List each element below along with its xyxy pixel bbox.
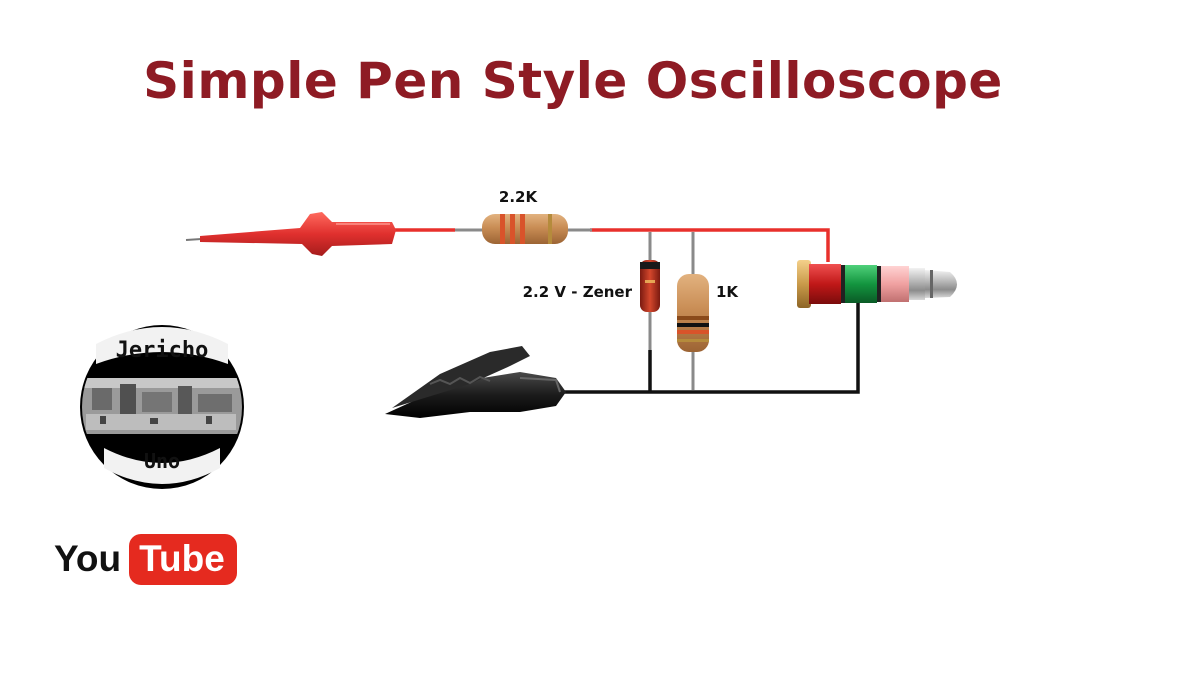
label-1k: 1K [716,283,739,301]
label-2-2k: 2.2K [499,188,539,206]
logo-bottom-text: Uno [144,449,180,473]
signal-wire-top [590,228,830,262]
label-zener: 2.2 V - Zener [523,283,633,301]
page-title: Simple Pen Style Oscilloscope [143,52,1003,110]
ground-wire [560,300,860,394]
signal-wires [392,228,830,262]
logo-top-text: Jericho [116,338,209,363]
resistor-icon [677,274,709,352]
youtube-you-text: You [54,538,122,579]
ground-wires [560,300,860,394]
resistor-icon [482,214,568,244]
youtube-logo: You Tube [54,527,237,591]
zener-diode-icon [640,260,660,312]
youtube-tube-text: Tube [129,533,237,585]
probe-icon [185,212,396,256]
channel-logo: Jericho Uno [80,325,244,489]
audio-jack-icon [797,260,957,308]
alligator-clip-icon [385,346,566,418]
